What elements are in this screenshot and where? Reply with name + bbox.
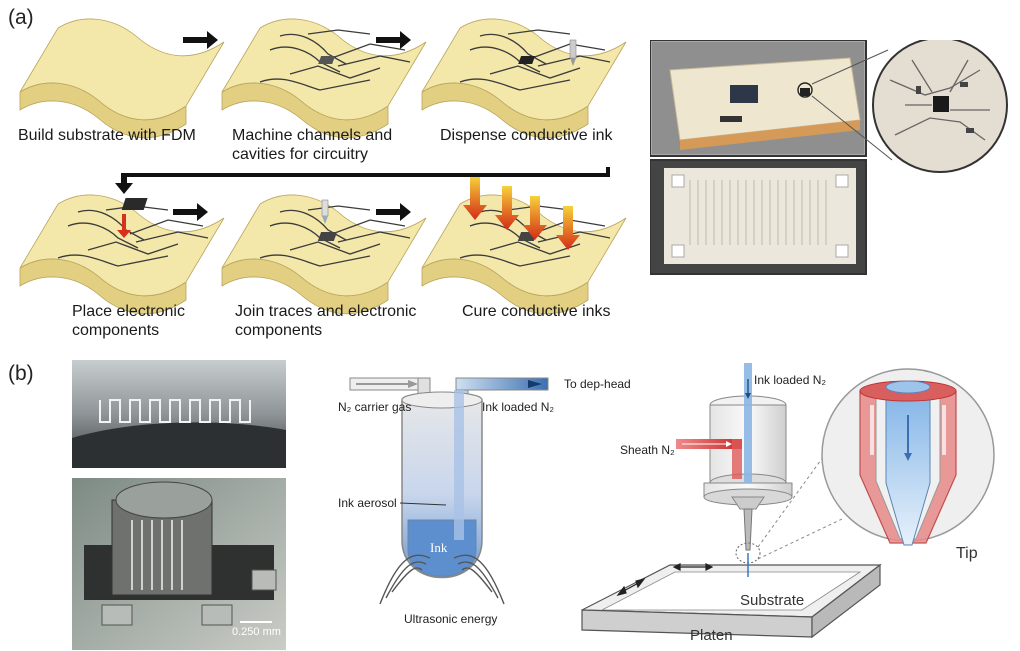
step-3-tile — [421, 18, 627, 139]
platen-label: Platen — [690, 627, 733, 644]
step-3-caption: Dispense conductive ink — [440, 127, 613, 144]
panel-b-label: (b) — [8, 362, 34, 385]
ultrasonic-label: Ultrasonic energy — [404, 612, 498, 626]
substrate-label: Substrate — [740, 592, 805, 609]
scale-bar-label: 0.250 mm — [232, 626, 281, 638]
tip-label: Tip — [956, 545, 978, 562]
to-dep-head-label: To dep-head — [564, 377, 631, 391]
step-1-tile — [19, 18, 225, 139]
ink-loaded-label: Ink loaded N₂ — [482, 400, 555, 414]
step-4-tile — [19, 194, 225, 315]
sheath-label: Sheath N₂ — [620, 443, 675, 457]
panel-a-label: (a) — [8, 6, 34, 29]
panel-a-drawings — [19, 18, 627, 315]
ink-label: Ink — [430, 540, 448, 555]
atomizer-schematic — [349, 377, 549, 605]
step-5-tile — [221, 194, 427, 315]
deposition-head-schematic — [581, 363, 995, 639]
device-photos — [650, 40, 1008, 275]
step-6-tile — [421, 194, 627, 315]
heat-arrows — [463, 176, 580, 250]
carrier-gas-label: N₂ carrier gas — [338, 400, 412, 414]
step-1-caption: Build substrate with FDM — [18, 127, 196, 144]
micrographs — [72, 360, 286, 650]
ink-aerosol-label: Ink aerosol — [338, 496, 397, 510]
step-2-caption: Machine channels and cavities for circui… — [232, 127, 393, 163]
step-5-caption: Join traces and electronic components — [235, 303, 417, 339]
process-arrows — [115, 31, 610, 221]
step-4-caption: Place electronic components — [72, 303, 185, 339]
step-6-caption: Cure conductive inks — [462, 303, 611, 320]
step-2-tile — [221, 18, 427, 139]
dep-ink-loaded-label: Ink loaded N₂ — [754, 373, 827, 387]
